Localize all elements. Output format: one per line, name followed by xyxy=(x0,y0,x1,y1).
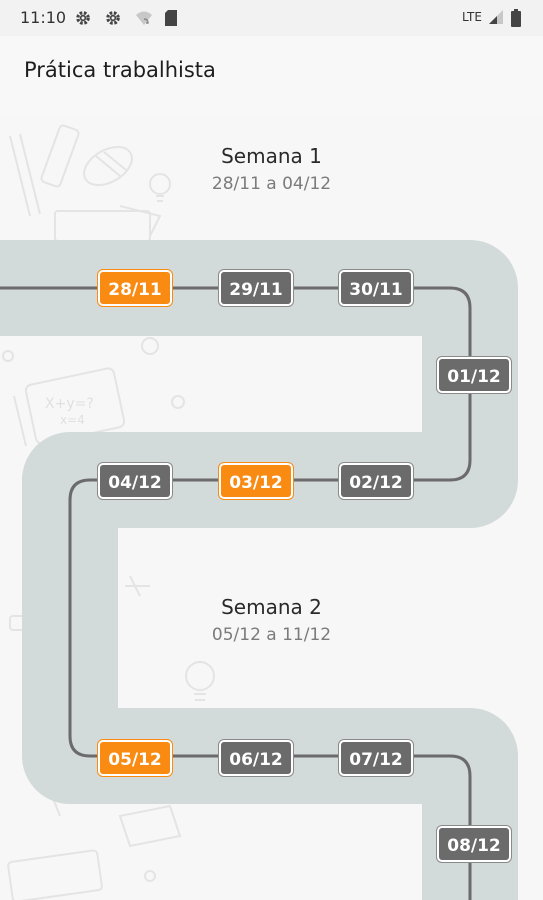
day-badge-28-11[interactable]: 28/11 xyxy=(98,270,172,306)
week-title: Semana 2 xyxy=(221,595,322,619)
day-badge-01-12[interactable]: 01/12 xyxy=(437,357,511,393)
gear-icon xyxy=(106,11,120,25)
day-badge-08-12[interactable]: 08/12 xyxy=(437,826,511,862)
sd-card-icon xyxy=(165,10,177,26)
week-title: Semana 1 xyxy=(221,144,322,168)
status-bar: 11:10 LTE xyxy=(0,0,543,36)
network-type: LTE xyxy=(462,10,482,24)
day-badge-05-12[interactable]: 05/12 xyxy=(98,740,172,776)
day-badge-04-12[interactable]: 04/12 xyxy=(98,463,172,499)
page-title: Prática trabalhista xyxy=(24,58,216,82)
week-range: 05/12 a 11/12 xyxy=(211,625,332,645)
day-badge-02-12[interactable]: 02/12 xyxy=(339,463,413,499)
app-bar: Prática trabalhista xyxy=(0,36,543,116)
gear-icon xyxy=(76,11,90,25)
day-badge-29-11[interactable]: 29/11 xyxy=(219,270,293,306)
week-range: 28/11 a 04/12 xyxy=(211,174,332,194)
wifi-off-icon xyxy=(136,11,152,25)
svg-text:x=4: x=4 xyxy=(60,413,85,427)
day-badge-30-11[interactable]: 30/11 xyxy=(339,270,413,306)
signal-icon xyxy=(489,10,503,24)
battery-icon xyxy=(511,9,521,27)
status-time: 11:10 xyxy=(20,8,67,27)
day-badge-06-12[interactable]: 06/12 xyxy=(219,740,293,776)
path-line xyxy=(0,286,472,900)
week-path-content[interactable]: X+y=? x=4 Semana 1 28/11 a 04/12 Semana … xyxy=(0,116,543,900)
day-badge-03-12[interactable]: 03/12 xyxy=(219,463,293,499)
day-badge-07-12[interactable]: 07/12 xyxy=(339,740,413,776)
svg-text:X+y=?: X+y=? xyxy=(45,396,94,412)
week-path xyxy=(0,240,518,900)
